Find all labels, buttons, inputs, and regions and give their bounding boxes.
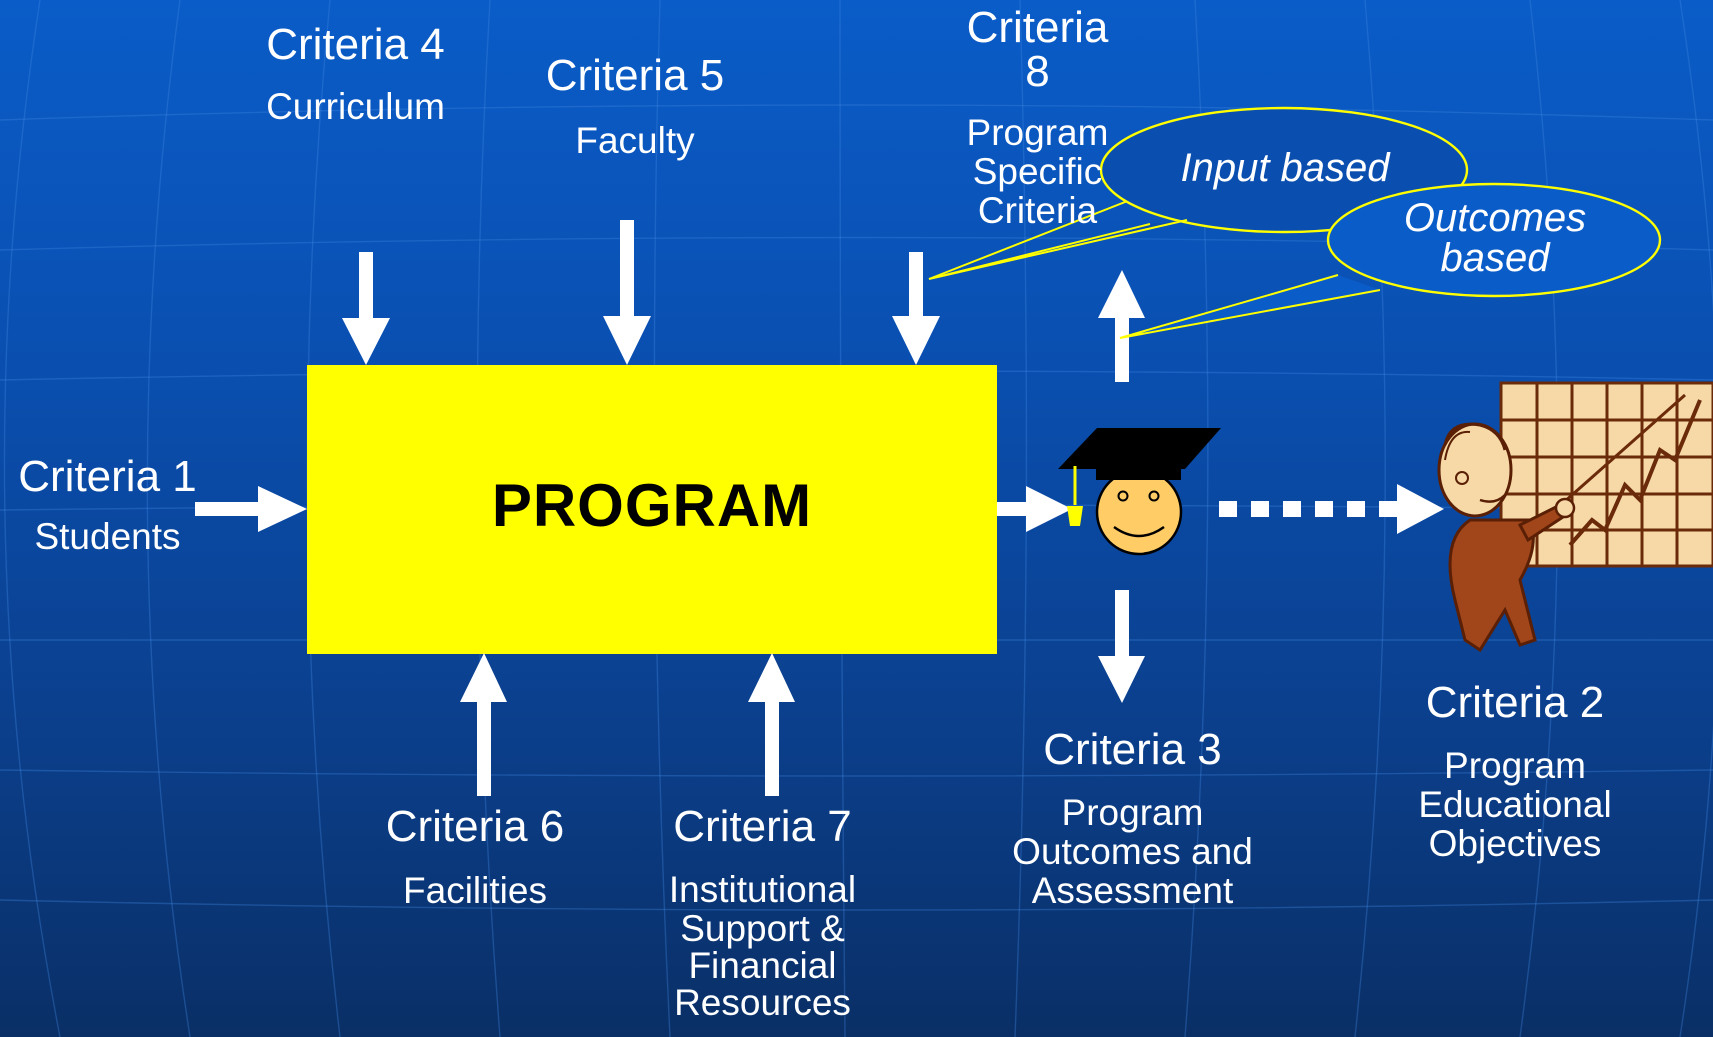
- criteria1-label: Criteria 1 Students: [0, 455, 215, 557]
- criteria6-sub: Facilities: [403, 870, 547, 911]
- outcomes-based-callout: [1119, 182, 1662, 339]
- criteria6-heading: Criteria 6: [385, 802, 565, 851]
- criteria6-label: Criteria 6 Facilities: [365, 805, 585, 911]
- criteria5-sub: Faculty: [575, 120, 695, 161]
- criteria3-label: Criteria 3 Program Outcomes and Assessme…: [985, 728, 1280, 911]
- arrow-criteria5-down: [603, 220, 651, 365]
- graduate-icon: [1058, 428, 1221, 556]
- criteria5-heading: Criteria 5: [545, 51, 725, 100]
- criteria7-sub-line1: Institutional: [668, 869, 857, 910]
- arrow-graduate-down: [1098, 590, 1145, 703]
- criteria3-sub-line2: Outcomes and: [1012, 830, 1253, 872]
- criteria3-sub-line1: Program: [1061, 792, 1204, 833]
- arrow-program-to-graduate: [997, 486, 1072, 532]
- arrow-graduate-up: [1098, 270, 1145, 382]
- arrow-criteria8-down: [892, 252, 940, 365]
- criteria8-sub-line3: Criteria: [977, 189, 1098, 231]
- criteria7-sub-line2: Support &: [680, 907, 845, 949]
- criteria2-sub-line2: Educational: [1418, 783, 1612, 825]
- criteria8-label: Criteria 8 Program Specific Criteria: [930, 6, 1145, 231]
- criteria1-heading: Criteria 1: [18, 452, 197, 501]
- criteria8-heading-line1: Criteria: [966, 3, 1109, 52]
- criteria1-sub: Students: [34, 516, 181, 557]
- criteria3-heading: Criteria 3: [1043, 725, 1222, 774]
- arrow-criteria7-up: [748, 653, 795, 796]
- criteria8-sub-line2: Specific: [972, 150, 1103, 192]
- criteria3-sub-line3: Assessment: [1031, 869, 1234, 911]
- input-based-text: Input based: [1180, 146, 1390, 190]
- criteria7-sub-line3: Financial: [688, 944, 837, 986]
- criteria7-label: Criteria 7 Institutional Support & Finan…: [640, 805, 885, 1021]
- criteria2-sub-line1: Program: [1444, 745, 1586, 786]
- criteria2-sub-line3: Objectives: [1428, 822, 1602, 864]
- criteria4-sub: Curriculum: [266, 86, 445, 127]
- criteria5-label: Criteria 5 Faculty: [520, 54, 750, 161]
- outcomes-based-line1: Outcomes: [1403, 196, 1587, 240]
- criteria2-heading: Criteria 2: [1425, 678, 1605, 727]
- program-label: PROGRAM: [491, 472, 813, 539]
- criteria2-label: Criteria 2 Program Educational Objective…: [1390, 681, 1640, 864]
- dotted-arrow-to-objectives: [1219, 484, 1444, 534]
- criteria4-heading: Criteria 4: [266, 20, 445, 69]
- arrow-criteria1-right: [195, 486, 307, 532]
- criteria7-sub-line4: Resources: [674, 981, 851, 1023]
- criteria8-heading-line2: 8: [1025, 47, 1050, 96]
- outcomes-based-text: Outcomes based: [1360, 198, 1630, 278]
- presenter-chart-icon: [1437, 381, 1713, 653]
- outcomes-based-line2: based: [1440, 236, 1550, 280]
- arrow-criteria4-down: [342, 252, 390, 365]
- criteria7-heading: Criteria 7: [673, 802, 852, 851]
- criteria4-label: Criteria 4 Curriculum: [243, 23, 468, 127]
- criteria8-sub-line1: Program: [966, 112, 1109, 153]
- arrow-criteria6-up: [460, 653, 507, 796]
- program-box: PROGRAM: [307, 365, 997, 654]
